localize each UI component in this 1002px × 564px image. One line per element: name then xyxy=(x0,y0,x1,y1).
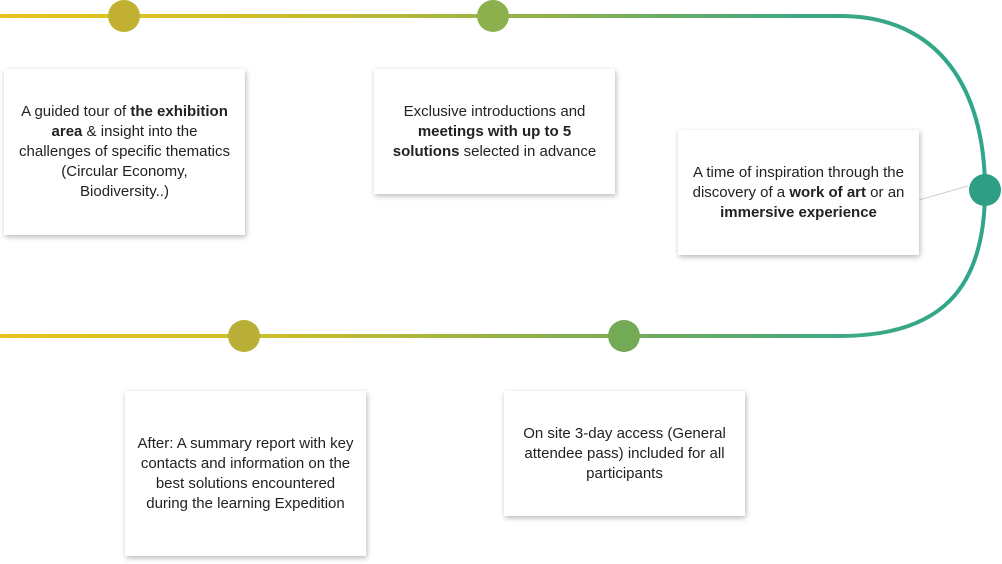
step-card-summary-report: After: A summary report with key contact… xyxy=(125,391,366,556)
step-card-guided-tour: A guided tour of the exhibition area & i… xyxy=(4,69,245,235)
step-card-segment: A guided tour of xyxy=(21,103,131,120)
step-card-segment: On site 3-day access (General attendee p… xyxy=(523,424,726,482)
timeline-node-3 xyxy=(969,174,1001,206)
step-card-highlight: work of art xyxy=(789,183,867,201)
step-card-segment: A time of inspiration through the discov… xyxy=(692,163,904,201)
step-card-introductions: Exclusive introductions and meetings wit… xyxy=(374,69,615,194)
step-card-segment: Exclusive introductions and xyxy=(403,102,586,120)
timeline-node-2 xyxy=(477,0,509,32)
timeline-node-4 xyxy=(608,320,640,352)
step-card-segment: or an xyxy=(866,183,905,201)
step-card-segment: After: A summary report with key contact… xyxy=(137,434,354,512)
step-card-segment: selected in advance xyxy=(459,142,597,160)
timeline-node-1 xyxy=(108,0,140,32)
step-card-segment: & insight into the challenges of specifi… xyxy=(19,123,230,200)
step-card-highlight: immersive experience xyxy=(720,203,877,221)
timeline-line-bottom xyxy=(0,188,987,338)
timeline-line-top xyxy=(0,14,987,192)
timeline-nodes xyxy=(108,0,1001,352)
step-card-inspiration: A time of inspiration through the discov… xyxy=(678,130,919,255)
step-card-highlight: the exhibition area xyxy=(51,103,228,140)
timeline-node-5 xyxy=(228,320,260,352)
step-card-highlight: meetings with up to 5 solutions xyxy=(392,122,572,160)
step-card-text: Exclusive introductions and meetings wit… xyxy=(386,102,603,162)
step-card-text: A guided tour of the exhibition area & i… xyxy=(16,102,233,202)
step-card-text: On site 3-day access (General attendee p… xyxy=(516,424,733,484)
step-card-onsite-access: On site 3-day access (General attendee p… xyxy=(504,391,745,516)
step-card-text: A time of inspiration through the discov… xyxy=(690,163,907,223)
step-card-text: After: A summary report with key contact… xyxy=(137,434,354,514)
